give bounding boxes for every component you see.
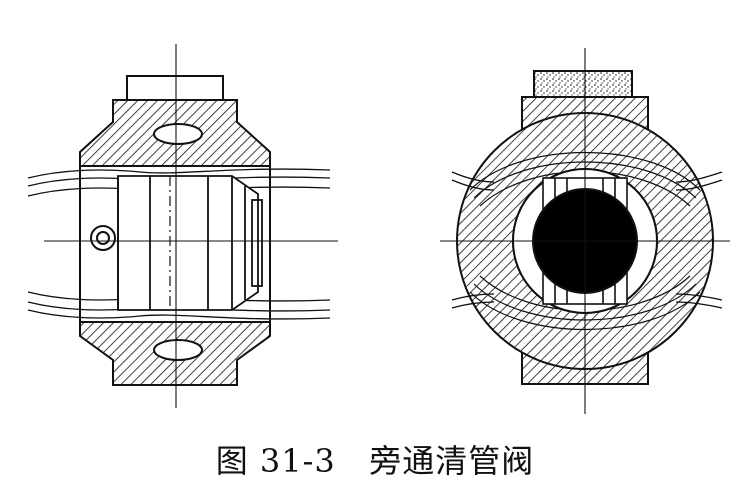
centerlines-right — [440, 48, 730, 414]
top-cap — [126, 75, 224, 103]
end-section-view — [440, 48, 730, 414]
speckled-cap — [533, 70, 633, 98]
centerlines-left — [44, 44, 338, 408]
side-section-view — [27, 44, 338, 408]
side-boss-hole — [96, 231, 110, 245]
pipe-lines-right — [451, 171, 723, 309]
internal-plug — [117, 175, 263, 311]
top-port-hole — [153, 123, 203, 145]
figure-caption: 图 31-3 旁通清管阀 — [215, 442, 535, 480]
bottom-port-hole — [153, 339, 203, 361]
